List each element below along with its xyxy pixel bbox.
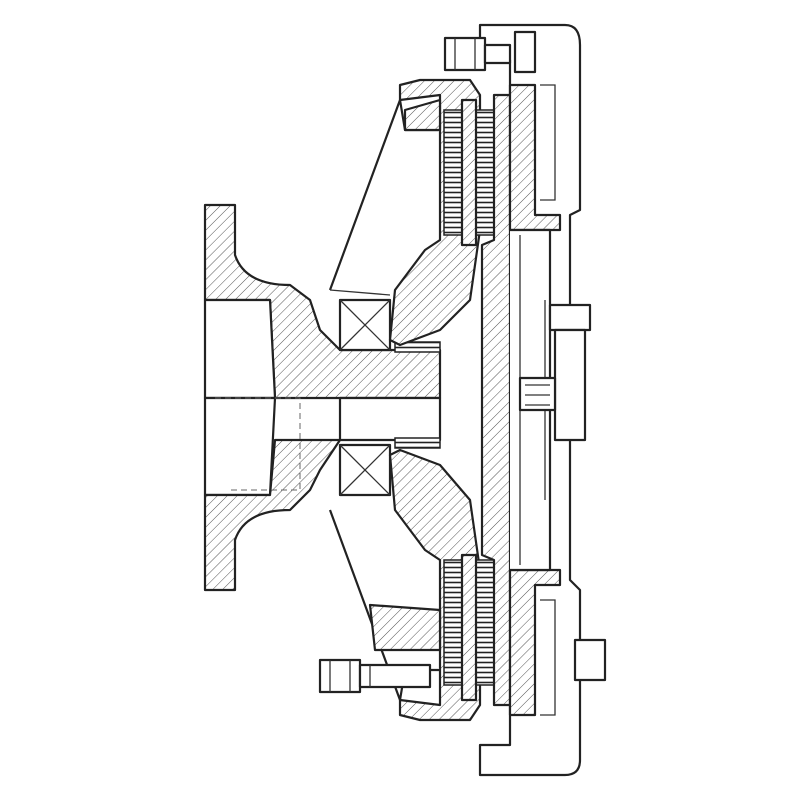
bimetal-valve (518, 303, 592, 442)
clutch-plates (443, 98, 495, 702)
shaft-stub (573, 638, 607, 682)
bolt-top (443, 30, 537, 74)
bearing-upper (338, 298, 392, 352)
drive-disc (480, 83, 562, 717)
bolt-bottom (318, 658, 432, 694)
bearing-lower (338, 443, 392, 497)
seal-upper (394, 341, 441, 353)
seal-lower (394, 437, 441, 449)
flange-hub (203, 203, 442, 592)
